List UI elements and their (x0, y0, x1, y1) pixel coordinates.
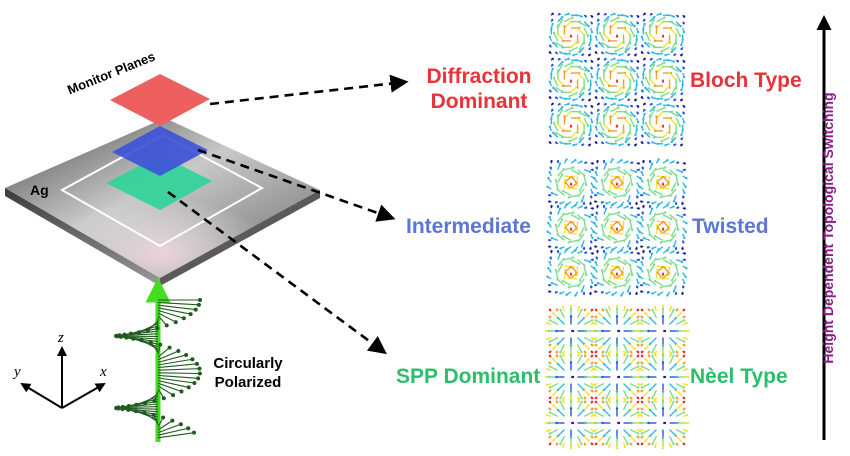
intermediate-label: Intermediate (406, 215, 531, 238)
dashed-arrow-icon (197, 148, 396, 222)
diffraction-dominant-label: Diffraction Dominant (426, 65, 532, 113)
vector-field-icon (546, 158, 688, 297)
axis-z-label: z (58, 330, 64, 346)
ag-label: Ag (30, 182, 49, 198)
axis-y-label: y (14, 364, 21, 380)
vector-field-icon (544, 304, 690, 450)
axis-x-label: x (100, 364, 107, 380)
intermediate-plane (112, 126, 208, 176)
neel-type-label: Nèel Type (690, 365, 788, 388)
circularly-polarized-label: Circularly Polarized (213, 355, 283, 391)
diffraction-plane (110, 74, 210, 126)
axes-icon (20, 346, 106, 409)
dashed-arrow-icon (209, 74, 409, 106)
helix-icon (114, 298, 202, 439)
twisted-label: Twisted (692, 215, 769, 238)
spp-dominant-label: SPP Dominant (396, 365, 541, 388)
bloch-type-label: Bloch Type (690, 69, 802, 92)
switching-label: Height Dependent Topological Switching (820, 92, 836, 364)
vector-field-icon (548, 12, 686, 147)
spp-plane (106, 155, 212, 210)
